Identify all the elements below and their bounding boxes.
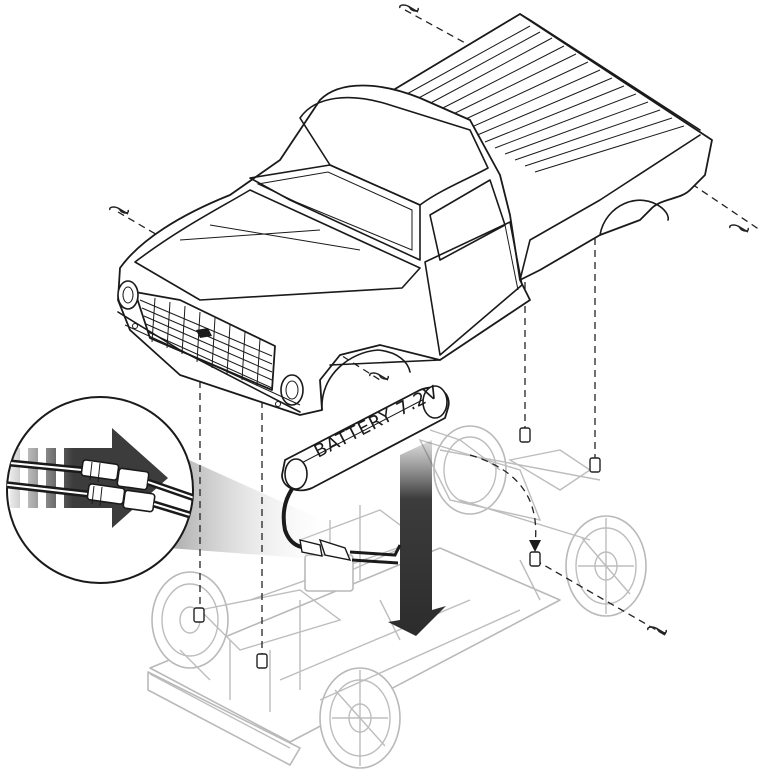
body-post-front-left — [193, 607, 205, 623]
wheel-front-right — [319, 667, 401, 769]
connector-detail-callout — [6, 396, 194, 584]
body-clip-top-rear — [399, 4, 420, 13]
connector-male — [80, 459, 126, 507]
truck-body-shell — [117, 13, 713, 416]
connector-female — [116, 467, 156, 513]
bowtie-emblem — [196, 328, 212, 338]
body-post-pivot — [529, 551, 541, 567]
callout-beam — [168, 455, 340, 560]
pivot-path — [469, 454, 537, 546]
battery-connector — [318, 538, 352, 561]
battery-drop-arrow — [388, 440, 446, 636]
body-post-rear-right — [589, 457, 601, 473]
body-post-rear-left — [519, 427, 531, 443]
esc-lead — [349, 544, 402, 557]
wheel-rear-right — [565, 515, 647, 617]
body-clip-rear-right — [729, 224, 750, 233]
headlight-right — [280, 374, 304, 406]
body-clip-rear-low — [647, 626, 668, 635]
wheel-rear-left — [433, 425, 507, 515]
front-bumper — [147, 671, 301, 766]
wheel-front-left — [151, 571, 229, 669]
body-post-front-right — [256, 653, 268, 669]
headlight-left — [117, 280, 139, 310]
body-clip-front-right — [369, 372, 390, 381]
body-clip-front-left — [109, 206, 130, 215]
chassis — [147, 425, 647, 769]
